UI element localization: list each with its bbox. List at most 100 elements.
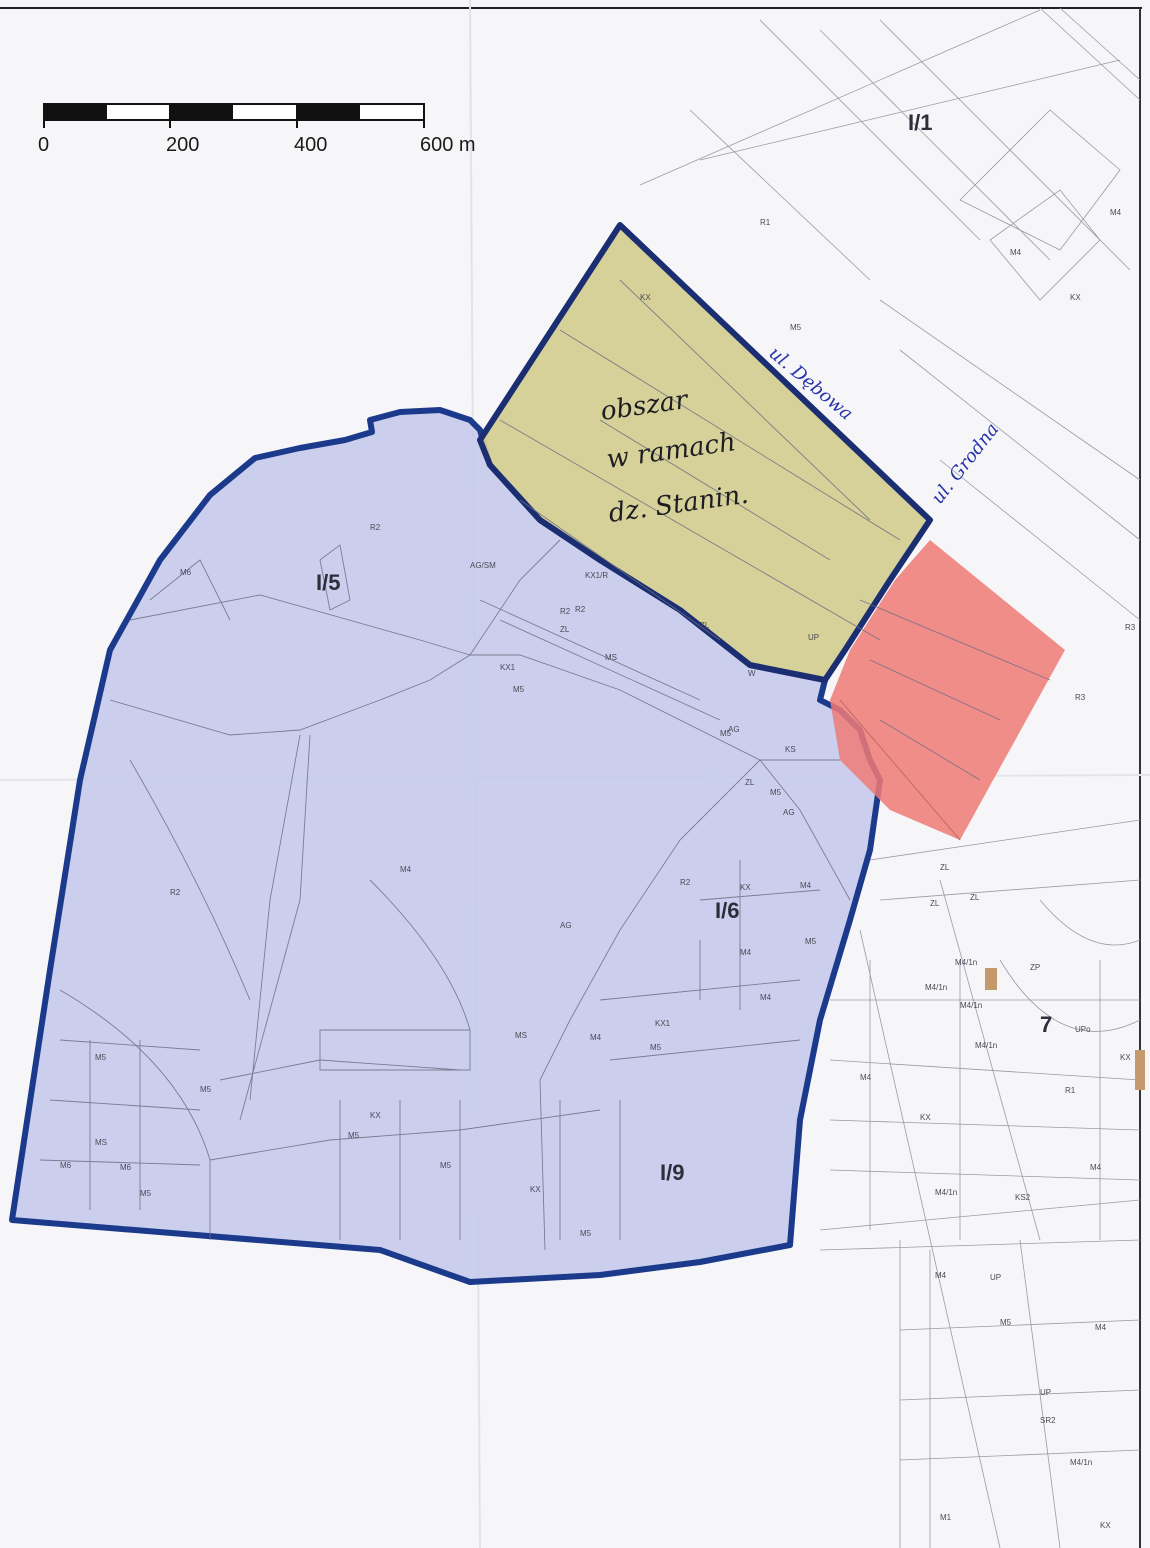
zone-code-label: MS bbox=[515, 1031, 527, 1040]
zone-code-label: ZP bbox=[1030, 963, 1040, 972]
building-marker bbox=[985, 968, 997, 990]
zone-code-label: M4 bbox=[1110, 208, 1122, 217]
zone-code-label: KX1 bbox=[500, 663, 516, 672]
zone-code-label: KX1/R bbox=[585, 571, 608, 580]
zone-code-label: ZL bbox=[560, 625, 570, 634]
zone-code-label: KS2 bbox=[1015, 1193, 1031, 1202]
zone-code-label: M4/1n bbox=[955, 958, 977, 967]
zone-code-label: KX bbox=[1120, 1053, 1131, 1062]
zone-code-label: KX bbox=[920, 1113, 931, 1122]
zone-code-label: ZL bbox=[930, 899, 940, 908]
zone-code-label: M5 bbox=[770, 788, 782, 797]
sheet-label-i1: I/1 bbox=[908, 110, 932, 135]
zone-code-label: ZL bbox=[745, 778, 755, 787]
zone-code-label: R1 bbox=[1065, 1086, 1076, 1095]
zone-code-label: M6 bbox=[180, 568, 192, 577]
zone-code-label: M6 bbox=[120, 1163, 132, 1172]
zone-code-label: R2 bbox=[170, 888, 181, 897]
zone-code-label: M4/1n bbox=[1070, 1458, 1092, 1467]
zone-code-label: KX bbox=[370, 1111, 381, 1120]
zone-code-label: ZL bbox=[700, 621, 710, 630]
zone-code-label: M5 bbox=[720, 729, 732, 738]
zone-code-label: M4 bbox=[860, 1073, 872, 1082]
building-marker bbox=[1135, 1050, 1145, 1090]
zone-code-label: R1 bbox=[760, 218, 771, 227]
zone-code-label: ZL bbox=[940, 863, 950, 872]
zone-code-label: KX bbox=[1070, 293, 1081, 302]
zone-code-label: M5 bbox=[140, 1189, 152, 1198]
zone-code-label: R2 bbox=[370, 523, 381, 532]
zone-code-label: KX bbox=[530, 1185, 541, 1194]
zone-code-label: M5 bbox=[513, 685, 525, 694]
zone-code-label: M4 bbox=[760, 993, 772, 1002]
zone-code-label: KX bbox=[740, 883, 751, 892]
zone-code-label: W bbox=[748, 669, 756, 678]
zone-code-label: R2 bbox=[680, 878, 691, 887]
zone-code-label: M4 bbox=[800, 881, 812, 890]
parcel-linework-background bbox=[639, 7, 1141, 1548]
zone-code-label: M4 bbox=[1090, 1163, 1102, 1172]
zone-code-label: M4 bbox=[1095, 1323, 1107, 1332]
scale-bar-segment bbox=[44, 104, 107, 120]
study-area-yellow bbox=[477, 222, 933, 683]
zone-code-label: M1 bbox=[940, 1513, 952, 1522]
parcel-linework-area bbox=[39, 279, 1051, 1251]
zone-code-label: AG/SM bbox=[470, 561, 496, 570]
zone-code-label: M4/1n bbox=[935, 1188, 957, 1197]
zone-code-label: M5 bbox=[348, 1131, 360, 1140]
zone-code-label: R3 bbox=[1125, 623, 1136, 632]
zone-code-label: M4/1n bbox=[925, 983, 947, 992]
zone-code-label: M4/1n bbox=[975, 1041, 997, 1050]
sheet-label-7: 7 bbox=[1040, 1012, 1052, 1037]
scale-label-600m: 600 m bbox=[420, 134, 476, 156]
zone-code-label: UP bbox=[808, 633, 819, 642]
zone-code-label: M5 bbox=[95, 1053, 107, 1062]
zone-code-label: R3 bbox=[1075, 693, 1086, 702]
zone-code-label: SR2 bbox=[1040, 1416, 1056, 1425]
zone-code-label: M5 bbox=[650, 1043, 662, 1052]
zone-code-label: M5 bbox=[440, 1161, 452, 1170]
zone-code-label: M5 bbox=[200, 1085, 212, 1094]
zone-code-label: M4 bbox=[400, 865, 412, 874]
zone-code-label: R2 bbox=[560, 607, 571, 616]
zone-code-label: M5 bbox=[580, 1229, 592, 1238]
zone-code-label: AG bbox=[783, 808, 795, 817]
zone-code-label: UPo bbox=[1075, 1025, 1091, 1034]
scale-bar bbox=[43, 103, 425, 128]
zone-code-label: M6 bbox=[60, 1161, 72, 1170]
zone-code-label: ZL bbox=[970, 893, 980, 902]
sheet-label-i5: I/5 bbox=[316, 570, 340, 595]
zone-code-label: M4 bbox=[935, 1271, 947, 1280]
zone-code-label: KX bbox=[640, 293, 651, 302]
zone-code-label: KS bbox=[785, 745, 796, 754]
zone-code-label: UP bbox=[990, 1273, 1001, 1282]
zone-code-label: M4/1n bbox=[960, 1001, 982, 1010]
zone-code-label: KX bbox=[1100, 1521, 1111, 1530]
zone-code-label: M5 bbox=[790, 323, 802, 332]
scale-label-0: 0 bbox=[38, 134, 50, 156]
scale-label-400: 400 bbox=[294, 134, 328, 156]
zone-code-label: M5 bbox=[1000, 1318, 1012, 1327]
zone-code-label: M4 bbox=[740, 948, 752, 957]
sheet-label-i9: I/9 bbox=[660, 1160, 684, 1185]
zone-code-label: UP bbox=[1040, 1388, 1051, 1397]
scale-bar-segment bbox=[170, 104, 233, 120]
street-label-grodna: ul. Grodna bbox=[927, 419, 1003, 508]
scale-bar-segment bbox=[297, 104, 360, 120]
zone-code-label: MS bbox=[605, 653, 617, 662]
scale-label-200: 200 bbox=[166, 134, 200, 156]
area-red bbox=[830, 540, 1065, 840]
zone-code-label: R2 bbox=[575, 605, 586, 614]
sheet-label-i6: I/6 bbox=[715, 898, 739, 923]
zone-code-label: M5 bbox=[805, 937, 817, 946]
zone-code-label: AG bbox=[560, 921, 572, 930]
red-area-hatch bbox=[839, 699, 961, 841]
zone-code-label: M4 bbox=[590, 1033, 602, 1042]
zone-code-label: KX1 bbox=[655, 1019, 671, 1028]
zone-code-label: MS bbox=[95, 1138, 107, 1147]
zone-code-label: M4 bbox=[1010, 248, 1022, 257]
zone-code-label: AG bbox=[728, 725, 740, 734]
